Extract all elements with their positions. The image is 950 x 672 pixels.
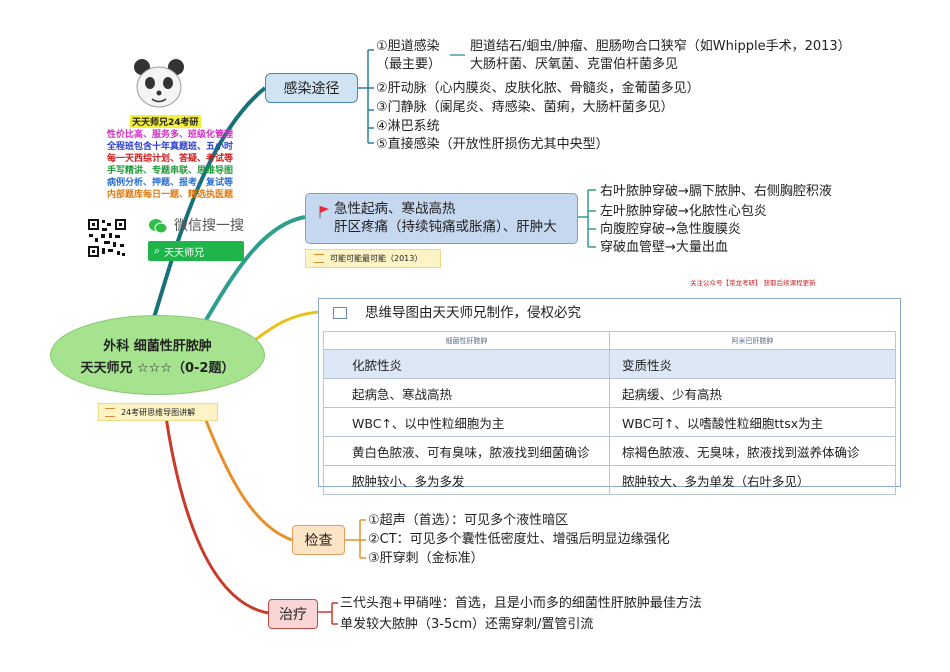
table-row: 黄白色脓液、可有臭味，脓液找到细菌确诊 棕褐色脓液、无臭味，脓液找到滋养体确诊 — [323, 436, 896, 466]
central-title: 外科 细菌性肝脓肿 — [103, 338, 212, 354]
promo-line: 性价比高、服务多、班级化管理 — [106, 130, 233, 140]
search-icon: ⌕ — [154, 244, 161, 257]
perforation-item: 左叶脓肿穿破→化脓性心包炎 — [600, 204, 767, 219]
flag-icon — [318, 204, 330, 218]
clinical-line2: 肝区疼痛（持续钝痛或胀痛）、肝肿大 — [334, 219, 557, 235]
promo-title: 天天师兄24考研 — [130, 115, 201, 128]
infection-item: ④淋巴系统 — [376, 119, 440, 134]
treatment-item: 单发较大脓肿（3-5cm）还需穿刺/置管引流 — [340, 617, 594, 632]
table-cell: 棕褐色脓液、无臭味，脓液找到滋养体确诊 — [609, 436, 896, 466]
topic-infection[interactable]: 感染途径 — [265, 73, 358, 103]
promo-note: 关注公众号【菜龙考研】 获取后续课程更新 — [690, 279, 816, 287]
table-header-row: 细菌性肝脓肿 阿米巴肝脓肿 — [323, 331, 896, 350]
infection-item: 大肠杆菌、厌氧菌、克雷伯杆菌多见 — [470, 57, 679, 72]
wechat-search-box[interactable]: ⌕ 天天师兄 — [148, 241, 244, 261]
clinical-note[interactable]: 可能可能最可能（2013） — [305, 249, 441, 268]
table-row: 化脓性炎 变质性炎 — [323, 349, 896, 379]
table-header: 细菌性肝脓肿 — [323, 331, 610, 350]
infection-item: ②肝动脉（心内膜炎、皮肤化脓、骨髓炎，金葡菌多见） — [376, 81, 700, 96]
infection-item: （最主要） — [376, 57, 442, 72]
exam-item: ③肝穿刺（金标准） — [368, 551, 484, 566]
table-title: 思维导图由天天师兄制作，侵权必究 — [365, 305, 581, 321]
note-icon — [105, 407, 115, 417]
table-cell: 起病急、寒战高热 — [323, 378, 610, 408]
promo-lines: 性价比高、服务多、班级化管理全程班包含十年真题班、五小时每一天西综计划、答疑、考… — [95, 129, 245, 201]
infection-item: ⑤直接感染（开放性肝损伤尤其中央型） — [376, 137, 609, 152]
search-text: 天天师兄 — [164, 247, 205, 259]
table-cell: 起病缓、少有高热 — [609, 378, 896, 408]
panda-logo — [130, 55, 188, 113]
central-note[interactable]: 24考研思维导图讲解 — [98, 403, 218, 421]
perforation-item: 向腹腔穿破→急性腹膜炎 — [600, 222, 741, 237]
infection-item: ①胆道感染 — [376, 39, 440, 54]
infection-item: 胆道结石/蛔虫/肿瘤、胆肠吻合口狭窄（如Whipple手术，2013） — [470, 39, 851, 54]
table-cell: 变质性炎 — [609, 349, 896, 379]
central-subtitle: 天天师兄 ☆☆☆（0-2题） — [80, 360, 235, 376]
exam-item: ②CT：可见多个囊性低密度灶、增强后明显边缘强化 — [368, 532, 670, 547]
table-row: 脓肿较小、多为多发 脓肿较大、多为单发（右叶多见） — [323, 465, 896, 495]
table-icon — [333, 307, 347, 319]
treatment-item: 三代头孢+甲硝唑：首选，且是小而多的细菌性肝脓肿最佳方法 — [340, 596, 702, 611]
table-cell: WBC可↑、以嗜酸性粒细胞ttsx为主 — [609, 407, 896, 437]
promo-line: 全程班包含十年真题班、五小时 — [106, 142, 233, 152]
table-cell: WBC↑、以中性粒细胞为主 — [323, 407, 610, 437]
exam-item: ①超声（首选）：可见多个液性暗区 — [368, 513, 569, 528]
promo-line: 手写精讲、专题串联、思维导图 — [106, 166, 233, 176]
topic-exam[interactable]: 检查 — [292, 525, 345, 555]
infection-item: ③门静脉（阑尾炎、痔感染、菌痢，大肠杆菌多见） — [376, 100, 674, 115]
topic-clinical[interactable]: 急性起病、寒战高热 肝区疼痛（持续钝痛或胀痛）、肝肿大 — [305, 193, 578, 244]
table-cell: 脓肿较小、多为多发 — [323, 465, 610, 495]
table-cell: 脓肿较大、多为单发（右叶多见） — [609, 465, 896, 495]
promo-line: 每一天西综计划、答疑、考试等 — [106, 154, 233, 164]
wechat-search-label: 微信搜一搜 — [174, 218, 244, 234]
promo-line: 病例分析、押题、报考、复试等 — [106, 178, 233, 188]
note-icon — [314, 254, 324, 263]
table-cell: 黄白色脓液、可有臭味，脓液找到细菌确诊 — [323, 436, 610, 466]
comparison-table: 细菌性肝脓肿 阿米巴肝脓肿 化脓性炎 变质性炎 起病急、寒战高热 起病缓、少有高… — [323, 331, 896, 495]
perforation-item: 右叶脓肿穿破→膈下脓肿、右侧胸腔积液 — [600, 184, 832, 199]
perforation-item: 穿破血管壁→大量出血 — [600, 240, 728, 255]
table-header: 阿米巴肝脓肿 — [609, 331, 896, 350]
qr-code-icon — [87, 218, 127, 258]
table-row: WBC↑、以中性粒细胞为主 WBC可↑、以嗜酸性粒细胞ttsx为主 — [323, 407, 896, 437]
clinical-line1: 急性起病、寒战高热 — [334, 201, 456, 217]
promo-line: 内部题库每日一题、精选执医题 — [106, 190, 233, 200]
table-row: 起病急、寒战高热 起病缓、少有高热 — [323, 378, 896, 408]
topic-treatment[interactable]: 治疗 — [268, 599, 318, 629]
central-topic[interactable]: 外科 细菌性肝脓肿 天天师兄 ☆☆☆（0-2题） — [50, 315, 265, 395]
table-cell: 化脓性炎 — [323, 349, 610, 379]
wechat-icon — [148, 218, 168, 234]
comparison-panel: 思维导图由天天师兄制作，侵权必究 细菌性肝脓肿 阿米巴肝脓肿 化脓性炎 变质性炎… — [318, 298, 901, 495]
